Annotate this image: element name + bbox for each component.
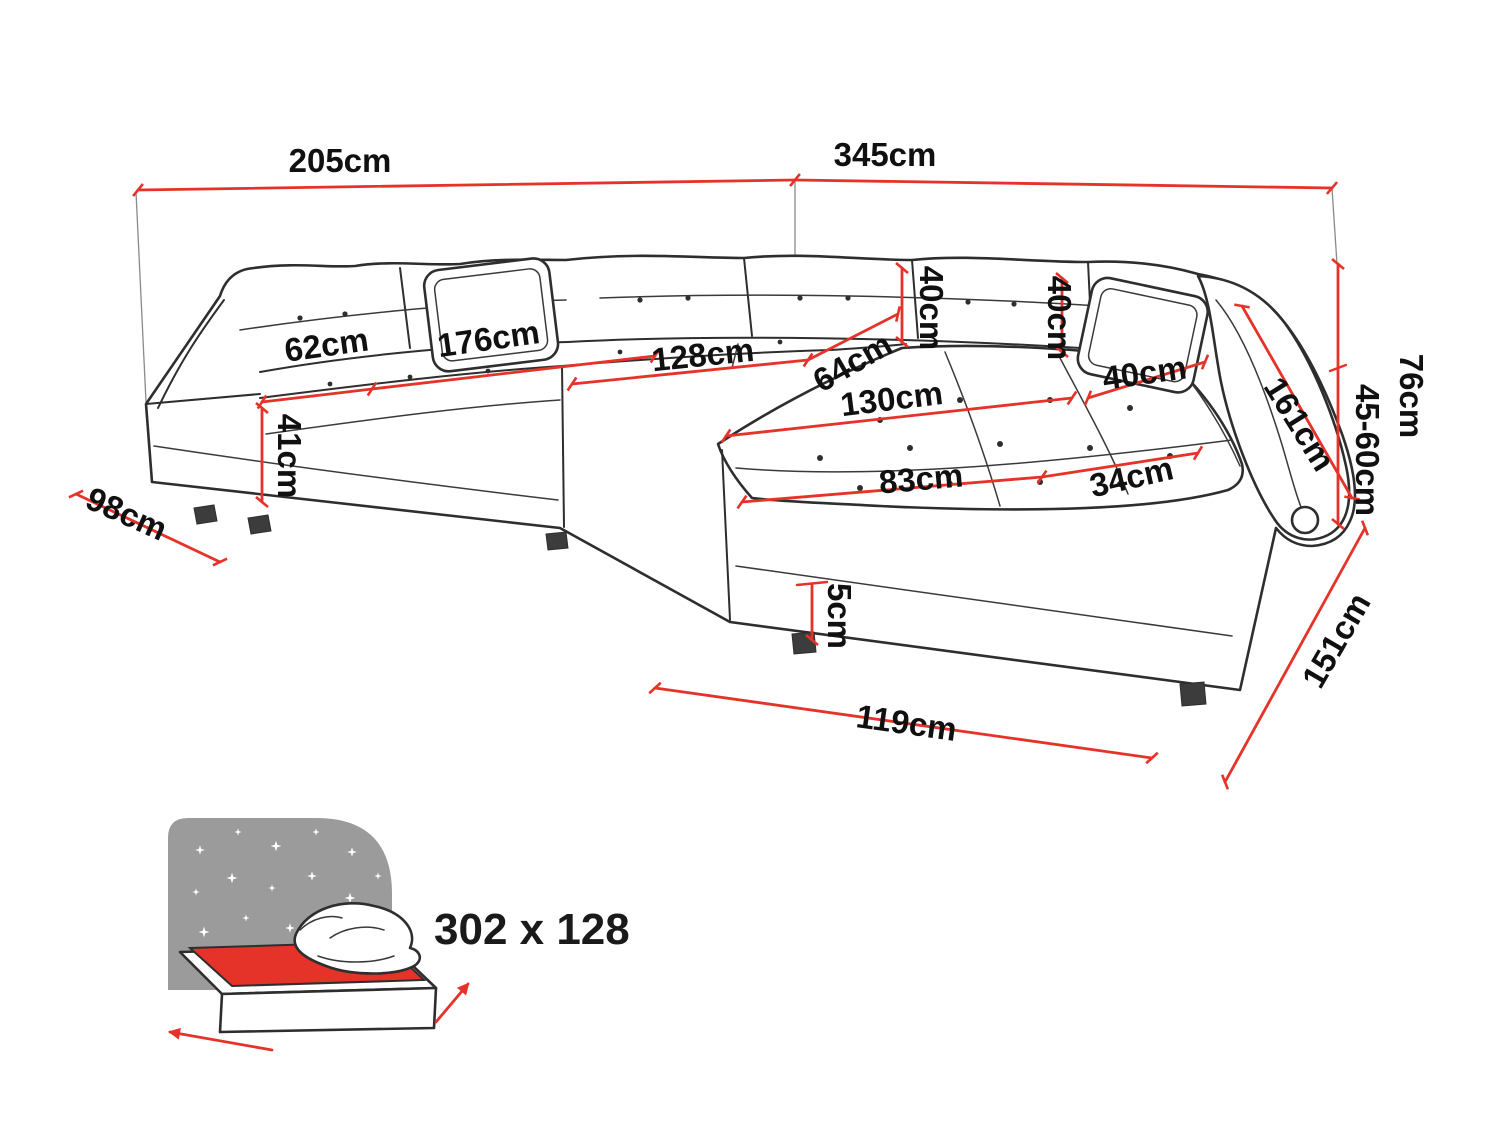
bed-dimension-arrows [168,982,470,1052]
dim-base-gap-height: 5cm [821,583,858,649]
dim-overall-height: 76cm [1393,354,1430,438]
dim-backrest-height-right: 40cm [1041,276,1078,360]
dimension-lines [68,173,1370,790]
bed-size-label: 302 x 128 [434,905,630,954]
dim-backrest-height: 40cm [913,266,950,350]
dim-chaise-width-front: 83cm [877,456,964,500]
dim-left-side-depth: 98cm [81,479,173,547]
pillow-left [422,257,560,373]
dim-right-side-length: 151cm [1294,587,1377,694]
dim-armrest-height: 45-60cm [1349,384,1386,516]
seat-cushions [145,299,907,528]
dim-chaise-front-length: 119cm [854,697,959,748]
bed-base-front [218,986,438,1034]
dim-back-width-left: 205cm [289,142,392,179]
dim-seat-height: 41cm [271,414,308,498]
dim-back-width-right: 345cm [834,136,937,173]
armrest-curl [1290,505,1320,535]
blanket-and-pillow [293,902,422,975]
sleeping-function-icon: 302 x 128 [168,818,630,1052]
